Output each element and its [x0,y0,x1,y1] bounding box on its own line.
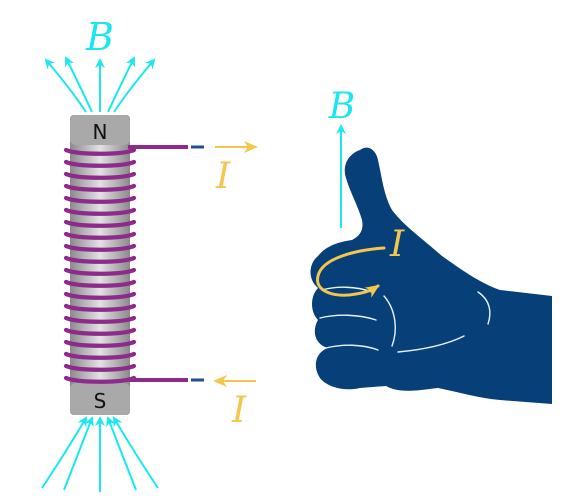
coil-turn [63,207,137,216]
coil-turn [63,195,137,204]
coil-turn [63,147,137,156]
coil-turn [63,327,137,336]
hand-current-curl [316,246,386,298]
south-pole-label: S [94,389,107,413]
coil-windings [63,147,137,384]
coil-turn [63,171,137,180]
coil-turn [63,279,137,288]
coil-turn [63,267,137,276]
field-lines-top [44,56,156,113]
field-label-top: B [85,15,114,59]
coil-turn [63,231,137,240]
hand-field-label: B [328,86,355,127]
current-label-top: I [215,156,231,197]
hand-current-label: I [389,224,405,265]
coil-turn [63,339,137,348]
current-label-bottom: I [231,390,247,431]
hand-creases [319,286,491,353]
field-lines-bottom [41,416,159,492]
coil-turn [63,243,137,252]
coil-turn [63,291,137,300]
coil-turn [63,255,137,264]
coil-turn [63,303,137,312]
hand-silhouette [310,147,552,404]
coil-turn [63,183,137,192]
south-pole-cap [70,383,130,415]
solenoid: N S I I B [41,15,258,492]
coil-turn [63,363,137,372]
right-hand: B I [310,86,552,404]
coil-turn [63,219,137,228]
coil-turn [63,159,137,168]
north-pole-cap [70,115,130,145]
coil-turn [63,351,137,360]
north-pole-label: N [93,120,108,144]
coil-turn [63,315,137,324]
